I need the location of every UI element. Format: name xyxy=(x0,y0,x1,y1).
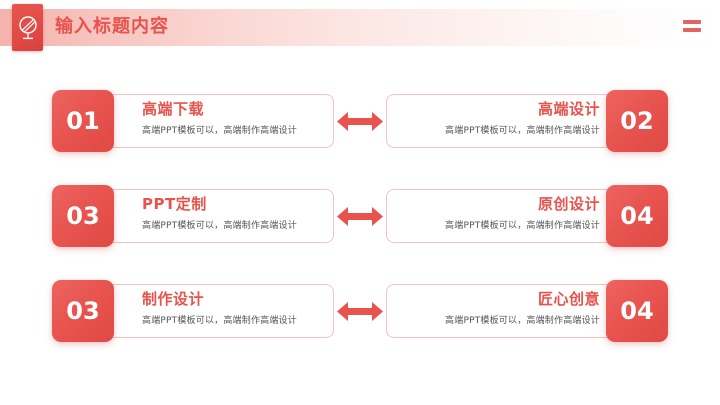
header-icon-box xyxy=(12,4,43,51)
item-description: 高端PPT模板可以，高端制作高端设计 xyxy=(142,126,297,136)
content-row: 03 PPT定制 高端PPT模板可以，高端制作高端设计 04 原创设计 高端PP… xyxy=(0,185,720,247)
item-title: 匠心创意 xyxy=(537,290,600,308)
hamburger-icon[interactable] xyxy=(683,20,701,33)
item-number-badge: 02 xyxy=(606,90,668,152)
item-description: 高端PPT模板可以，高端制作高端设计 xyxy=(445,316,600,326)
item-title: 高端下载 xyxy=(142,100,205,118)
double-arrow-horizontal-icon xyxy=(337,204,383,229)
item-title: 制作设计 xyxy=(142,290,205,308)
item-number-badge: 03 xyxy=(52,280,114,342)
item-description: 高端PPT模板可以，高端制作高端设计 xyxy=(445,221,600,231)
item-description: 高端PPT模板可以，高端制作高端设计 xyxy=(142,316,297,326)
item-number-badge: 04 xyxy=(606,185,668,247)
item-title: 原创设计 xyxy=(537,195,600,213)
item-title: 高端设计 xyxy=(537,100,600,118)
hamburger-bar-2 xyxy=(683,28,701,32)
item-description: 高端PPT模板可以，高端制作高端设计 xyxy=(445,126,600,136)
item-card[interactable]: 匠心创意 高端PPT模板可以，高端制作高端设计 xyxy=(386,284,620,338)
item-card[interactable]: 高端设计 高端PPT模板可以，高端制作高端设计 xyxy=(386,94,620,148)
double-arrow-horizontal-icon xyxy=(337,299,383,324)
item-card[interactable]: 高端下载 高端PPT模板可以，高端制作高端设计 xyxy=(100,94,334,148)
content-row: 03 制作设计 高端PPT模板可以，高端制作高端设计 04 匠心创意 高端PPT… xyxy=(0,280,720,342)
page-title: 输入标题内容 xyxy=(55,16,169,37)
item-number-badge: 01 xyxy=(52,90,114,152)
item-card[interactable]: PPT定制 高端PPT模板可以，高端制作高端设计 xyxy=(100,189,334,243)
item-number-badge: 03 xyxy=(52,185,114,247)
content-rows: 01 高端下载 高端PPT模板可以，高端制作高端设计 02 高端设计 高端PPT… xyxy=(0,56,720,356)
item-title: PPT定制 xyxy=(142,195,207,213)
content-row: 01 高端下载 高端PPT模板可以，高端制作高端设计 02 高端设计 高端PPT… xyxy=(0,90,720,152)
item-card[interactable]: 原创设计 高端PPT模板可以，高端制作高端设计 xyxy=(386,189,620,243)
slide-header: 输入标题内容 xyxy=(0,0,720,56)
item-description: 高端PPT模板可以，高端制作高端设计 xyxy=(142,221,297,231)
header-gradient-band xyxy=(0,9,720,46)
item-number-badge: 04 xyxy=(606,280,668,342)
hamburger-bar-1 xyxy=(683,20,701,24)
item-card[interactable]: 制作设计 高端PPT模板可以，高端制作高端设计 xyxy=(100,284,334,338)
double-arrow-horizontal-icon xyxy=(337,109,383,134)
